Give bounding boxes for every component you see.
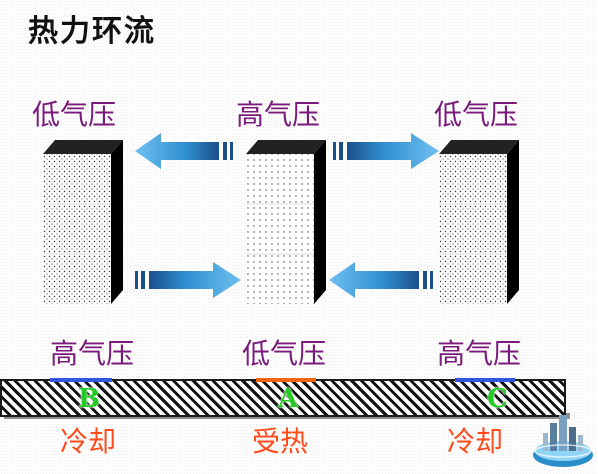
effect-label-c: 冷却	[447, 425, 504, 458]
air-column-b	[43, 140, 123, 304]
surface-mark-a	[256, 378, 316, 382]
lower-pressure-label-a: 低气压	[242, 337, 327, 370]
upper-pressure-label-a: 高气压	[236, 98, 321, 131]
lower-pressure-label-b: 高气压	[50, 337, 135, 370]
upper-pressure-label-b: 低气压	[32, 98, 117, 131]
city-globe-logo-icon	[533, 415, 593, 467]
point-a-label: A	[278, 384, 299, 414]
wind-arrow-upper-right-icon	[333, 133, 439, 169]
wind-arrow-lower-left-icon	[329, 262, 433, 298]
page-title: 热力环流	[28, 14, 156, 49]
wind-arrow-lower-right-icon	[135, 262, 241, 298]
effect-label-b: 冷却	[60, 425, 117, 458]
upper-pressure-label-c: 低气压	[434, 98, 519, 131]
surface-mark-c	[455, 378, 515, 382]
air-column-c	[439, 140, 519, 304]
effect-label-a: 受热	[252, 425, 309, 458]
point-c-label: C	[487, 384, 508, 414]
air-column-a	[246, 140, 326, 304]
lower-pressure-label-c: 高气压	[437, 337, 522, 370]
point-b-label: B	[78, 384, 100, 414]
surface-mark-b	[50, 378, 112, 382]
ground-surface	[0, 379, 566, 417]
wind-arrow-upper-left-icon	[135, 133, 233, 169]
